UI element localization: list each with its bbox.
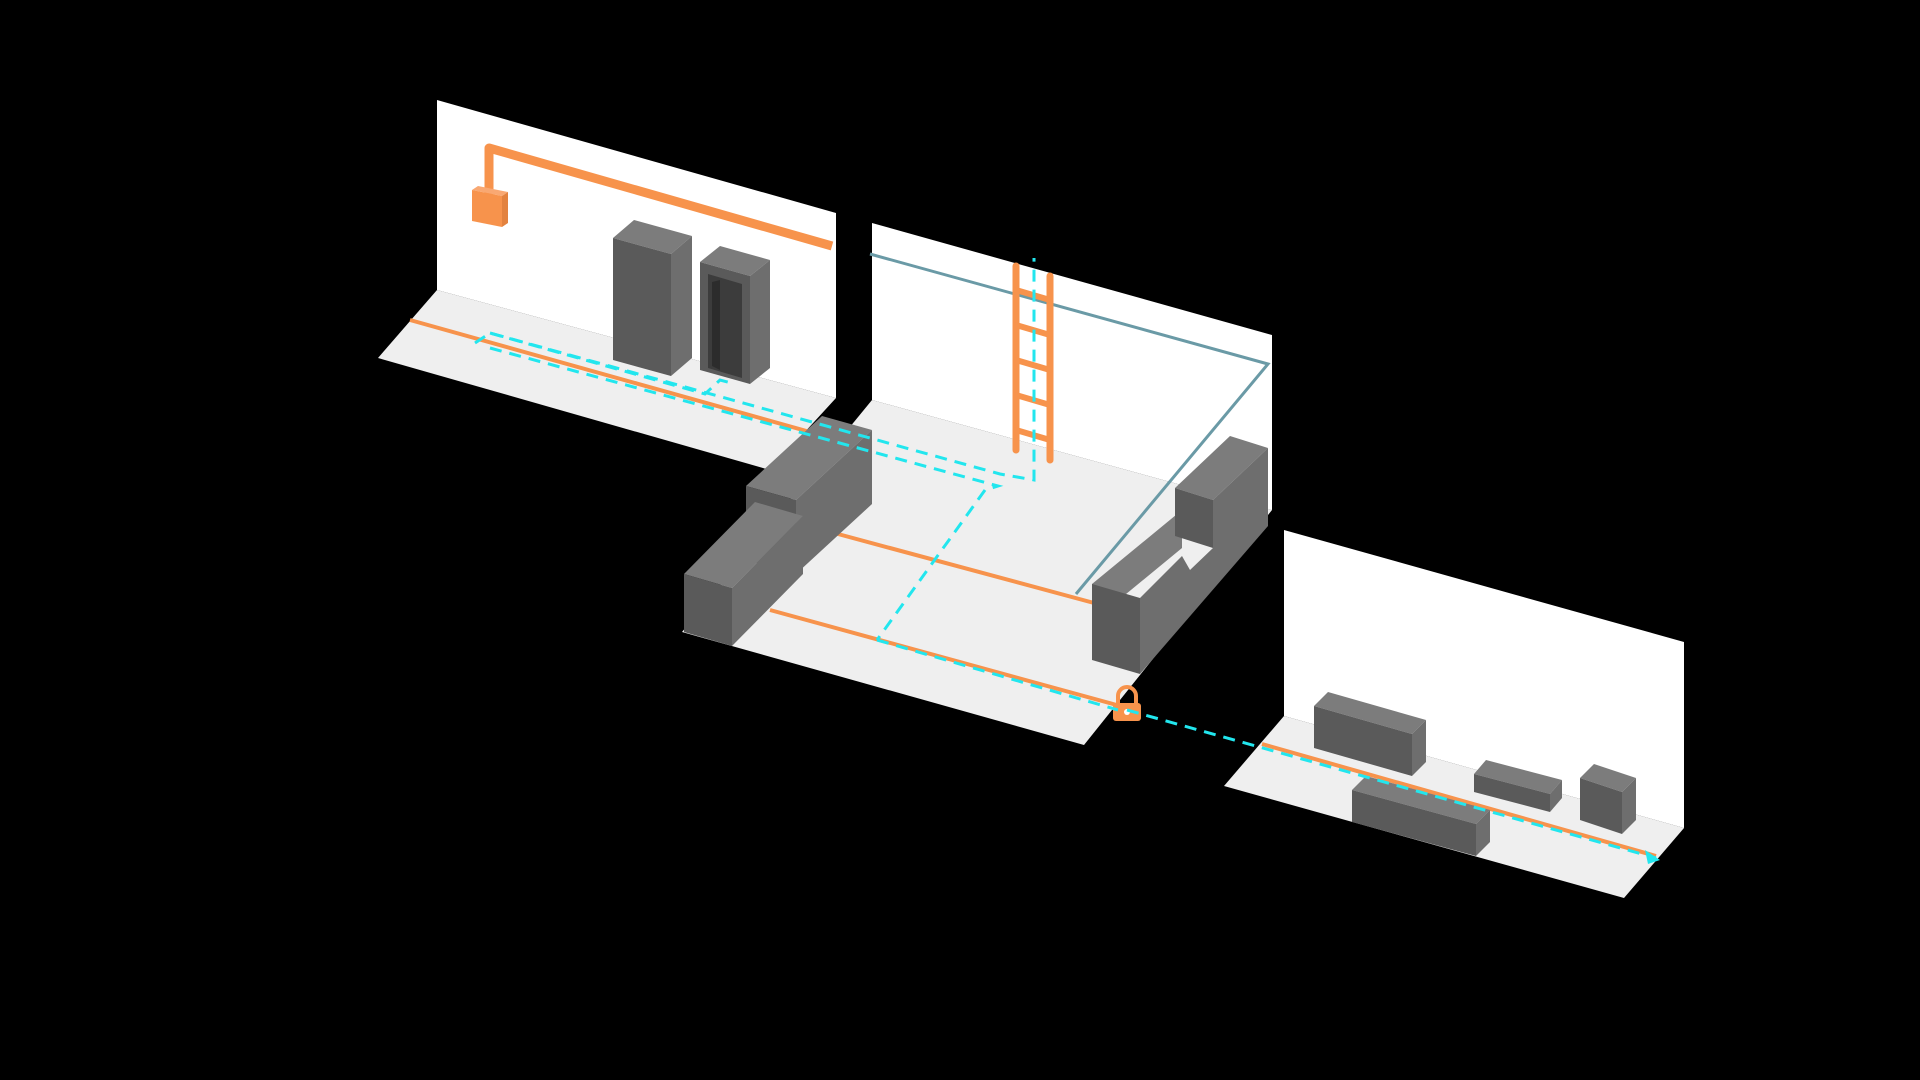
route-room1-drop <box>489 331 736 396</box>
room3-wall <box>1284 530 1684 828</box>
cabinet-open <box>700 246 770 384</box>
equipment-console-small <box>1474 760 1562 812</box>
room3-cable-tray <box>1261 742 1657 858</box>
room-center <box>682 223 1272 745</box>
equipment-block-lower <box>684 502 803 646</box>
equipment-console-back <box>1314 692 1426 776</box>
equipment-box-small <box>1580 764 1636 834</box>
route-room1-loop <box>474 258 1036 482</box>
room2-pipe <box>869 252 1271 595</box>
room2-wall <box>872 223 1272 510</box>
equipment-console-front <box>1352 776 1490 856</box>
equipment-block-right <box>1092 436 1268 674</box>
room-right <box>1224 530 1684 898</box>
route-room1-branch <box>489 346 1004 492</box>
room2-cable-tray-back <box>837 532 1121 612</box>
room2-cable-tray-front <box>769 608 1136 712</box>
route-to-room3 <box>1126 708 1657 860</box>
route-room2-floor <box>876 638 1119 712</box>
cabinet-tall <box>613 220 692 376</box>
junction-box-icon <box>472 186 508 227</box>
dashed-routes <box>474 258 1657 860</box>
padlock-icon <box>1113 685 1141 721</box>
route-room2-diagonal <box>875 489 987 641</box>
arrowhead-icon <box>1645 850 1660 864</box>
